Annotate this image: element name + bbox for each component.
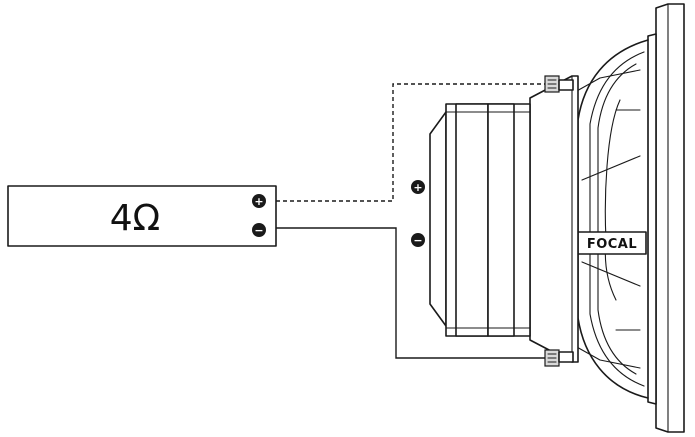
speaker-plus-marker: + [411, 180, 425, 194]
amp-minus-symbol: − [254, 224, 263, 237]
cone [574, 39, 649, 399]
front-flange [647, 3, 685, 433]
amp-minus-terminal: − [252, 223, 266, 237]
bottom-terminal [544, 349, 574, 367]
amplifier-box: 4Ω + − [7, 185, 277, 247]
speaker-minus-marker: − [411, 233, 425, 247]
wiring [276, 83, 545, 359]
speaker-minus-symbol: − [413, 234, 422, 247]
amp-plus-symbol: + [254, 195, 263, 208]
magnet-ring-2 [487, 103, 515, 337]
magnet-assembly [429, 103, 531, 337]
magnet-ring-1 [455, 103, 489, 337]
rear-cap [429, 111, 447, 327]
amplifier-body [7, 185, 277, 247]
subwoofer: FOCAL [429, 3, 685, 433]
positive-wire [276, 83, 545, 202]
brand-badge: FOCAL [577, 231, 647, 255]
basket-frame [529, 75, 579, 363]
negative-wire [276, 227, 545, 359]
amp-plus-terminal: + [252, 194, 266, 208]
top-terminal [544, 75, 574, 93]
speaker-plus-symbol: + [413, 181, 422, 194]
brand-label: FOCAL [587, 237, 637, 252]
impedance-label: 4Ω [110, 198, 160, 239]
